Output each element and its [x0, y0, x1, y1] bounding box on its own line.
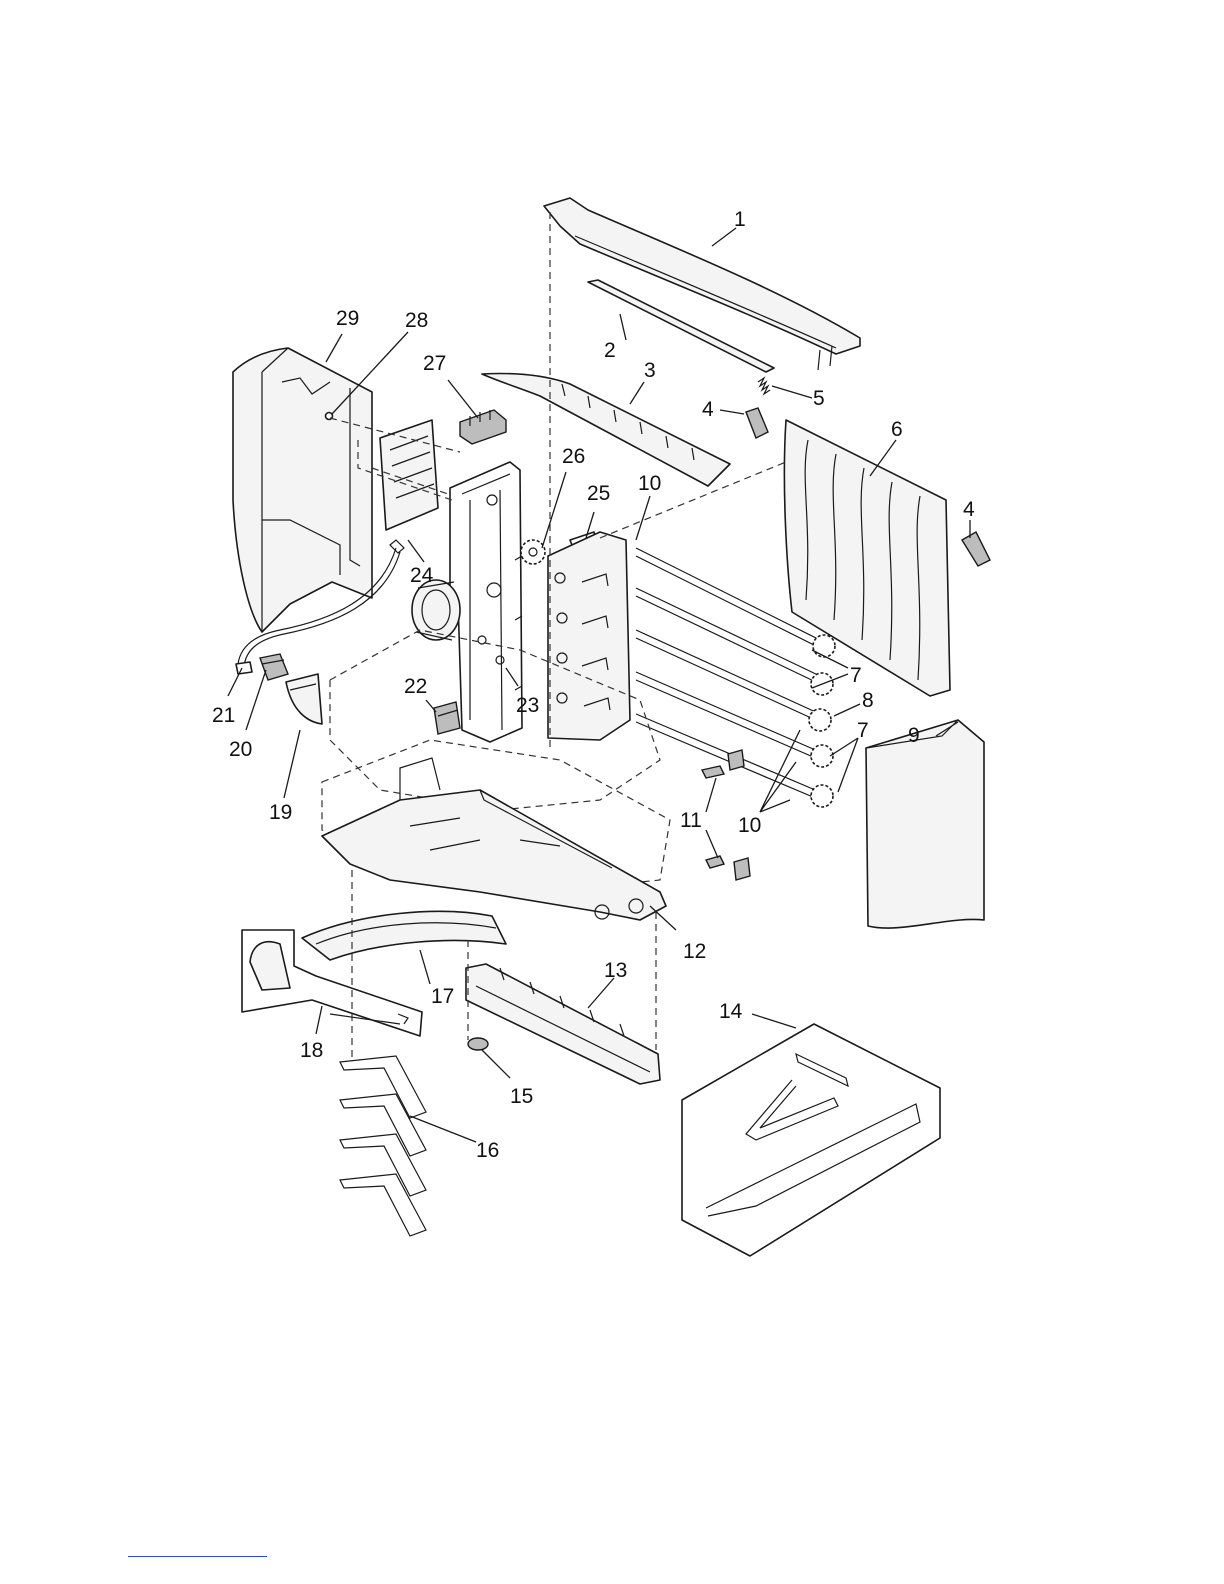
callout-10: 10	[738, 814, 761, 837]
part-19-flag	[286, 674, 322, 724]
part-16-wire-stand-3	[340, 1134, 426, 1196]
part-15-roller	[468, 1038, 488, 1050]
callout-17: 17	[431, 985, 454, 1008]
callout-5: 5	[813, 387, 825, 410]
part-16-wire-stand-2	[340, 1094, 426, 1156]
callout-18: 18	[300, 1039, 323, 1062]
callout-19: 19	[269, 801, 292, 824]
part-14-kit-inset	[682, 1024, 940, 1256]
callout-2: 2	[604, 339, 616, 362]
part-17-curved-guide	[302, 911, 506, 960]
callout-21: 21	[212, 704, 235, 727]
callout-22: 22	[404, 675, 427, 698]
part-9-right-cover	[866, 720, 984, 928]
callout-23: 23	[516, 694, 539, 717]
part-26-gear	[521, 540, 545, 564]
callout-28: 28	[405, 309, 428, 332]
callout-13: 13	[604, 959, 627, 982]
part-12-base-frame	[322, 758, 666, 920]
part-6-guide-panel	[784, 420, 950, 696]
callout-11: 11	[680, 809, 702, 832]
callout-12: 12	[683, 940, 706, 963]
part-16-wire-stand-1	[340, 1056, 426, 1118]
callout-14: 14	[719, 1000, 743, 1023]
callout-16: 16	[476, 1139, 499, 1162]
part-16-wire-stand-4	[340, 1174, 426, 1236]
part-21-connector	[236, 662, 252, 674]
part-11-sensor-lower	[706, 856, 750, 880]
part-4-latch-right	[962, 532, 990, 566]
callout-4: 4	[963, 498, 975, 521]
callout-25: 25	[587, 482, 610, 505]
callout-4: 4	[702, 398, 714, 421]
callout-6: 6	[891, 418, 903, 441]
callout-7: 7	[857, 719, 869, 742]
callout-3: 3	[644, 359, 656, 382]
callout-15: 15	[510, 1085, 533, 1108]
roller-shaft-3	[636, 630, 831, 731]
callout-24: 24	[410, 564, 434, 587]
part-5-spring	[758, 378, 770, 394]
part-23-side-frame	[450, 462, 522, 742]
part-27-connector-block	[460, 410, 506, 444]
part-29-left-cover	[233, 348, 372, 632]
callout-20: 20	[229, 738, 252, 761]
callout-8: 8	[862, 689, 874, 712]
center-roller-plate	[548, 532, 630, 740]
callout-10: 10	[638, 472, 661, 495]
callout-29: 29	[336, 307, 359, 330]
callout-9: 9	[908, 724, 920, 747]
part-22-switch	[434, 702, 460, 734]
callout-7: 7	[850, 664, 862, 687]
part-11-sensor-upper	[702, 750, 744, 778]
callout-27: 27	[423, 352, 446, 375]
part-13-lower-guide	[466, 964, 660, 1084]
callout-26: 26	[562, 445, 585, 468]
footer-link-underline[interactable]	[128, 1556, 267, 1557]
part-4-latch-left	[746, 408, 768, 438]
callout-1: 1	[734, 208, 746, 231]
